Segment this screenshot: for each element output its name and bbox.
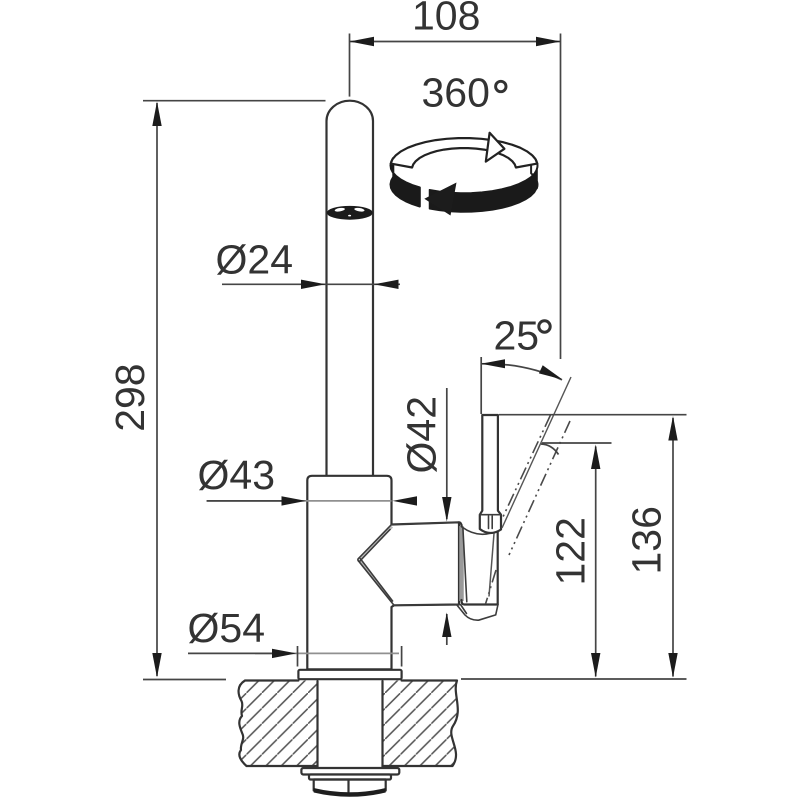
svg-text:298: 298 (107, 363, 153, 431)
svg-text:Ø42: Ø42 (399, 396, 445, 474)
svg-text:360: 360 (422, 69, 490, 115)
svg-text:136: 136 (624, 506, 670, 574)
svg-text:Ø24: Ø24 (216, 236, 294, 282)
svg-text:Ø43: Ø43 (198, 452, 276, 498)
svg-text:122: 122 (548, 517, 594, 585)
svg-text:108: 108 (412, 0, 480, 39)
svg-text:25: 25 (494, 313, 540, 359)
svg-text:Ø54: Ø54 (188, 605, 266, 651)
